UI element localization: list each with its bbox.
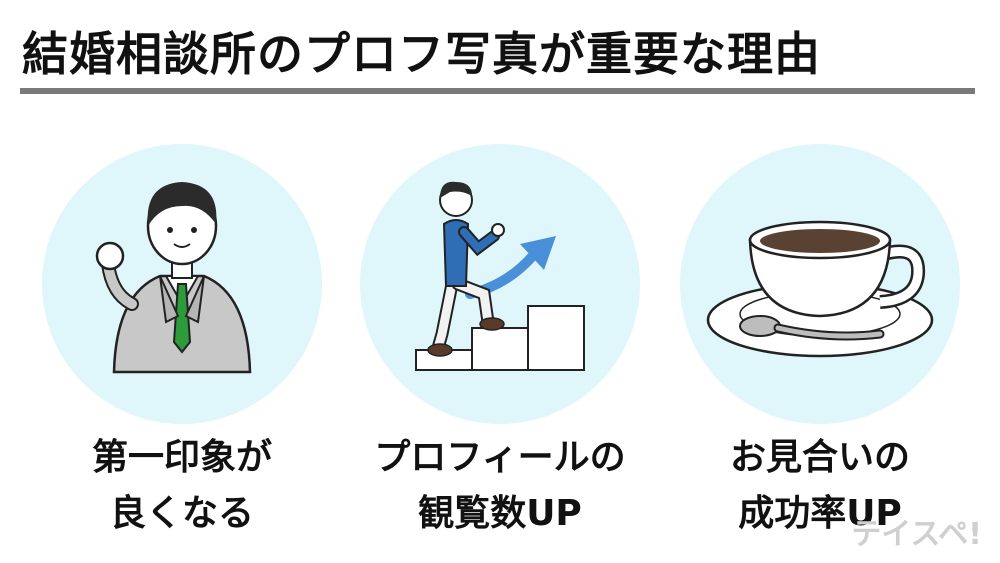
- caption-line-1: お見合いの: [729, 437, 910, 478]
- card-caption: お見合いの 成功率UP: [650, 430, 990, 542]
- title-underline: [20, 88, 975, 94]
- card-caption: プロフィールの 観覧数UP: [330, 430, 670, 542]
- site-watermark: テイスペ!: [851, 517, 982, 552]
- caption-line-1: 第一印象が: [91, 437, 272, 478]
- card-caption: 第一印象が 良くなる: [12, 430, 352, 542]
- caption-line-2: 観覧数UP: [418, 493, 582, 534]
- coffee-cup-icon: [706, 220, 934, 358]
- page-title: 結婚相談所のプロフ写真が重要な理由: [22, 27, 821, 81]
- climbing-stairs-icon: [415, 181, 585, 371]
- caption-line-2: 成功率UP: [738, 493, 902, 534]
- caption-line-2: 良くなる: [109, 493, 254, 534]
- caption-line-1: プロフィールの: [374, 437, 626, 478]
- businessman-icon: [95, 182, 252, 374]
